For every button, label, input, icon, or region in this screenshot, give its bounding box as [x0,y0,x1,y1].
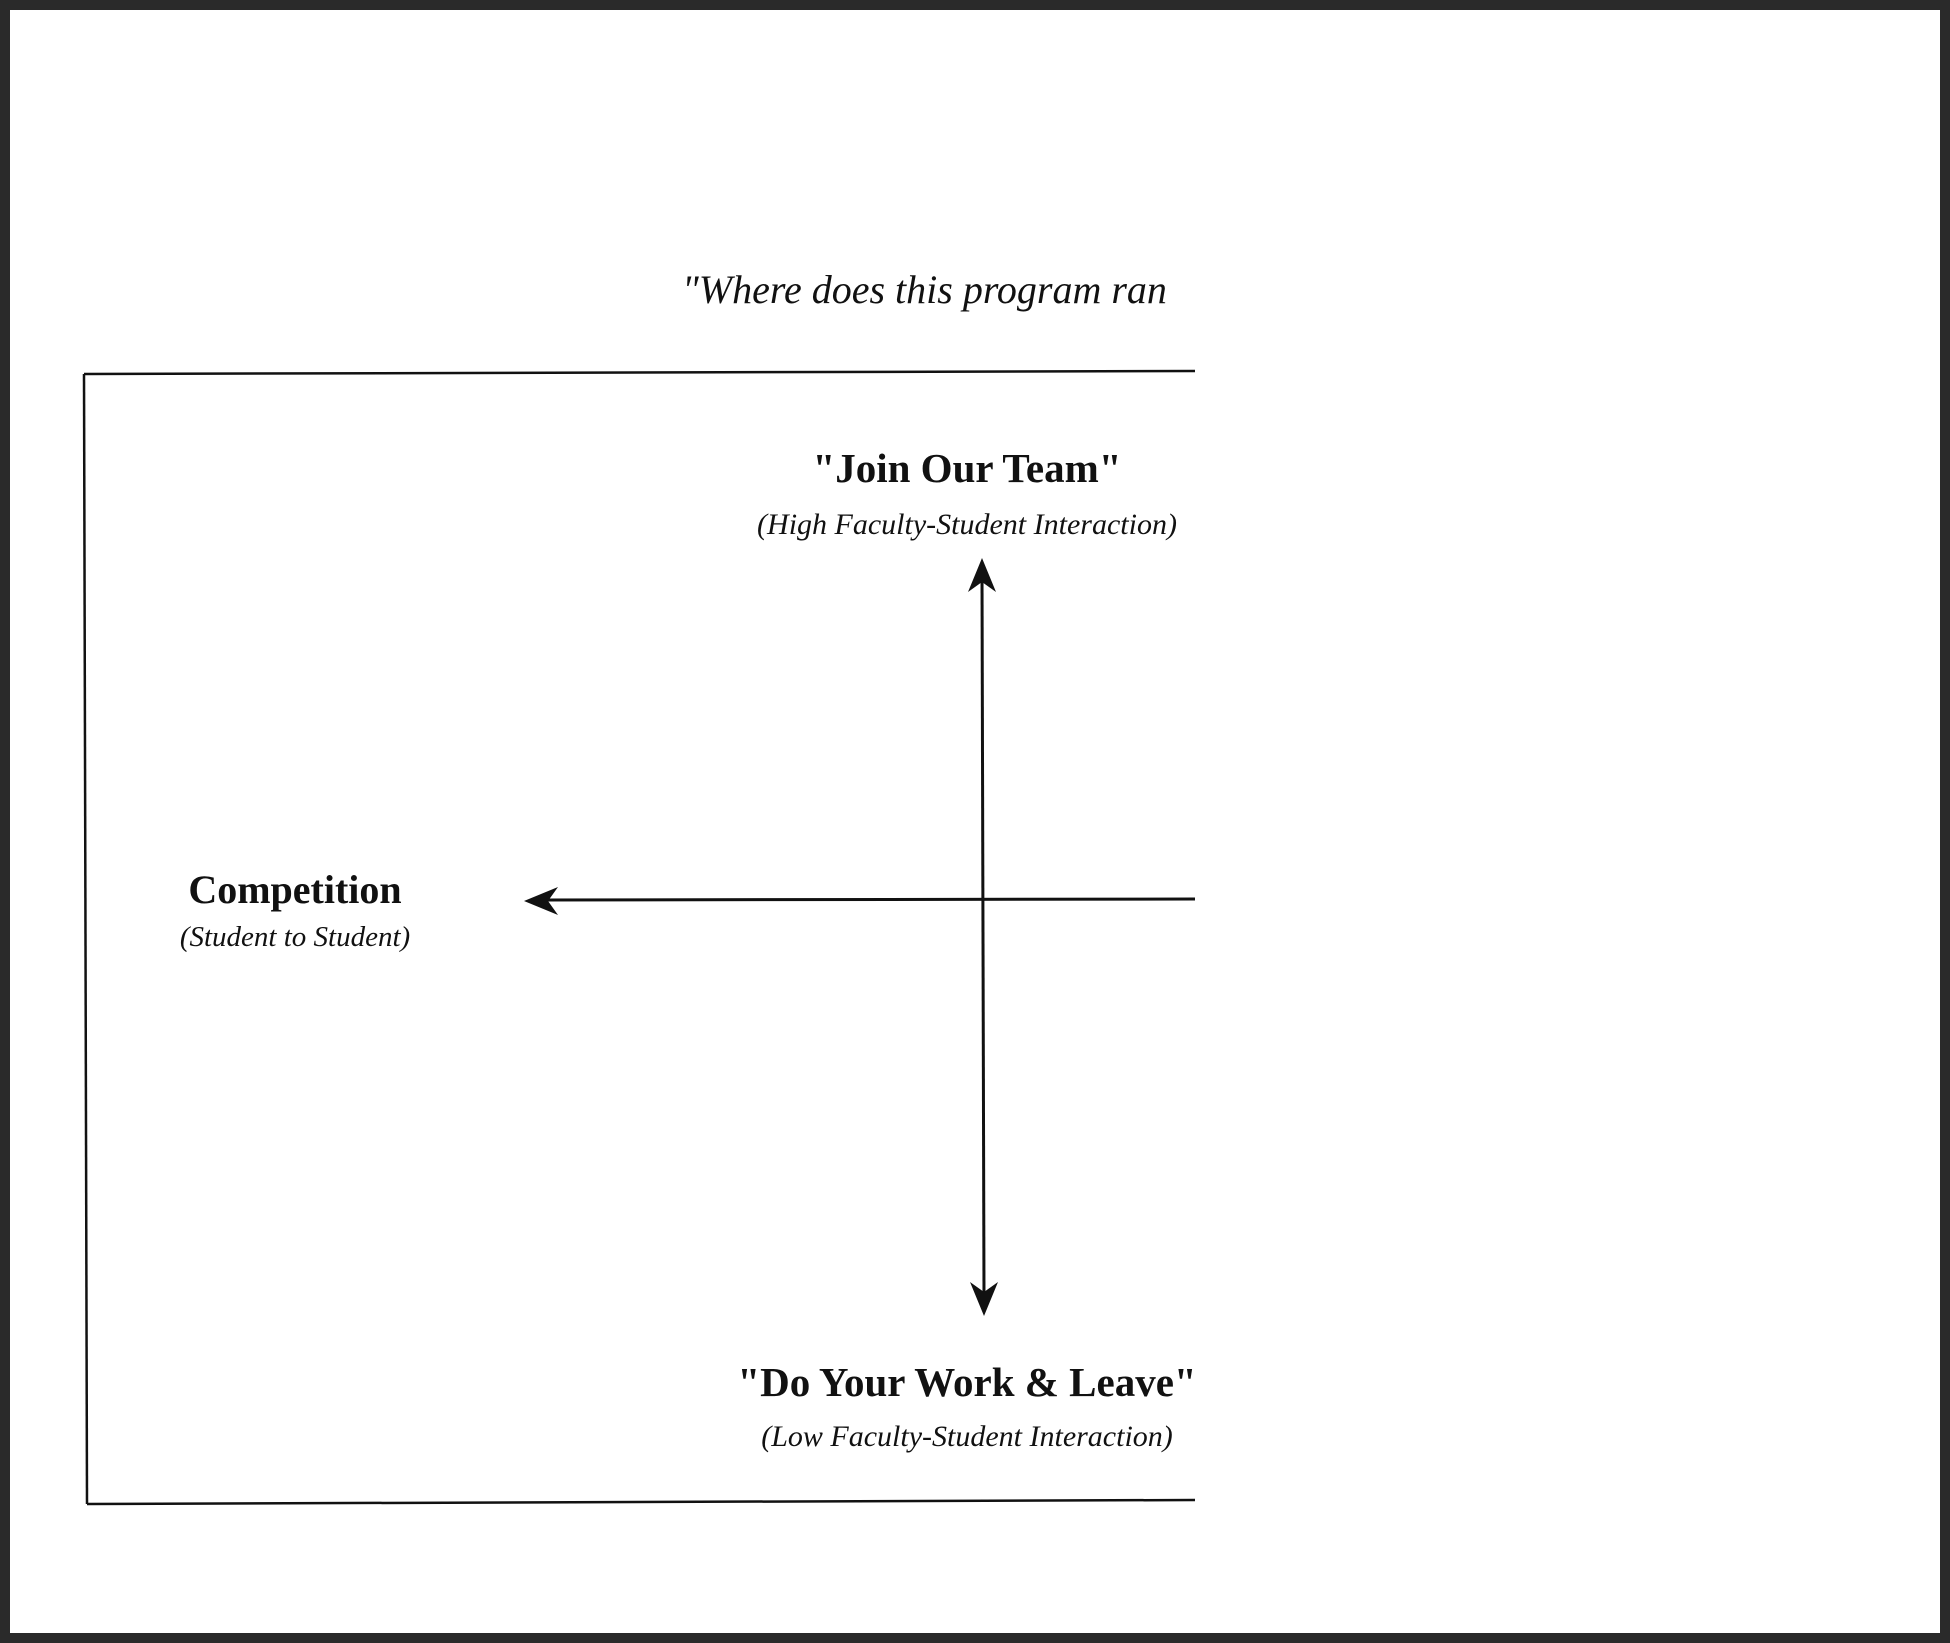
visible-diagram-area: "Where does this program ran "Join Our T… [10,10,1195,1633]
horizontal-axis [541,897,1195,902]
top-pole-title: "Join Our Team" [812,445,1122,491]
vertical-axis [980,575,986,1299]
left-pole-subtitle: (Student to Student) [179,921,411,953]
down-arrowhead [970,1282,998,1316]
up-arrowhead [968,558,996,592]
top-pole-subtitle: (High Faculty-Student Interaction) [757,508,1177,541]
frame-bottom-edge [86,1498,1195,1506]
frame-left-edge [82,373,89,1505]
bottom-pole-subtitle: (Low Faculty-Student Interaction) [761,1420,1173,1453]
diagram-canvas [82,369,1195,1506]
bottom-pole-title: "Do Your Work & Leave" [737,1359,1195,1405]
left-pole-title: Competition [188,867,402,912]
frame-top-edge [83,369,1195,376]
document-page: "Where does this program ran "Join Our T… [10,10,1940,1633]
prompt-question: "Where does this program ran [682,267,1167,312]
left-arrowhead [524,887,558,915]
